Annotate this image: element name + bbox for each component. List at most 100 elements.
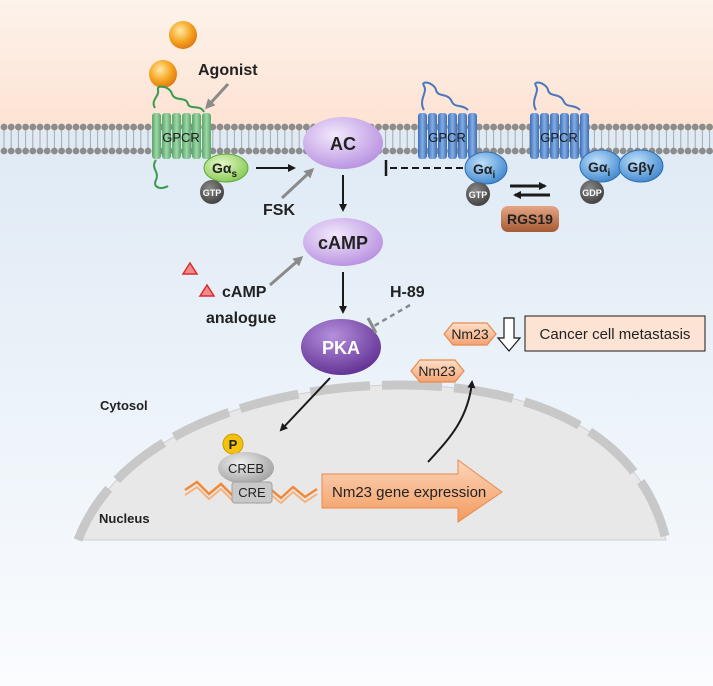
- phosphate-label: P: [229, 437, 238, 452]
- lipid-head: [295, 123, 303, 131]
- lipid-head: [663, 123, 670, 131]
- g-beta-gamma: [618, 149, 664, 183]
- lipid-head: [36, 123, 44, 131]
- gpcr-label: GPCR: [428, 130, 466, 145]
- gdp-badge: [580, 180, 604, 204]
- lipid-head: [684, 147, 692, 155]
- cre-label: CRE: [238, 485, 266, 500]
- lipid-head: [108, 147, 116, 155]
- g-alpha-s-label: Gαs: [212, 160, 238, 180]
- lipid-head: [519, 123, 526, 131]
- lipid-head: [79, 123, 87, 131]
- metastasis-box: [524, 315, 706, 352]
- lipid-head: [648, 123, 656, 131]
- lipid-head: [375, 123, 382, 131]
- lipid-head: [281, 147, 289, 155]
- lipid-head: [43, 147, 51, 155]
- gpcr-label: GPCR: [162, 130, 200, 145]
- lipid-head: [389, 123, 397, 131]
- lipid-head: [497, 123, 505, 131]
- lipid-head: [51, 147, 58, 155]
- lipid-head: [0, 147, 8, 155]
- h89-inhibition-line: [373, 303, 411, 328]
- g-alpha-i-label: Gαi: [473, 161, 496, 181]
- lipid-head: [231, 123, 238, 131]
- cre-element: [231, 481, 273, 504]
- lipid-head: [72, 123, 80, 131]
- lipid-head: [123, 123, 130, 131]
- g-alpha-s: [203, 153, 249, 183]
- lipid-head: [87, 147, 94, 155]
- lipid-head: [497, 147, 505, 155]
- lipid-head: [598, 123, 605, 131]
- lipid-head: [403, 147, 411, 155]
- lipid-head: [144, 123, 152, 131]
- lipid-head: [382, 123, 389, 131]
- lipid-head: [295, 147, 303, 155]
- gtp-label: GTP: [203, 188, 222, 198]
- gpcr-inactive-receptor: GPCR: [530, 81, 589, 159]
- creb-label: CREB: [228, 461, 264, 476]
- lipid-head: [65, 123, 73, 131]
- lipid-head: [94, 123, 101, 131]
- lipid-head: [115, 147, 123, 155]
- camp-analogue-icon: [181, 261, 199, 275]
- lipid-head: [259, 147, 267, 155]
- lipid-head: [612, 147, 620, 155]
- lipid-head: [655, 147, 663, 155]
- rgs19-protein: [501, 206, 559, 232]
- lipid-head: [223, 147, 231, 155]
- lipid-head: [94, 147, 101, 155]
- lipid-head: [216, 147, 224, 155]
- agonist-molecule: [149, 60, 177, 88]
- lipid-head: [22, 147, 29, 155]
- lipid-head: [22, 123, 29, 131]
- lipid-head: [29, 123, 37, 131]
- lipid-head: [51, 123, 58, 131]
- pka-to-creb-arrow: [279, 377, 331, 432]
- camp-label: cAMP: [318, 233, 368, 253]
- lipid-head: [706, 123, 713, 131]
- lipid-head: [101, 147, 109, 155]
- h89-label: H-89: [390, 284, 425, 301]
- lipid-head: [252, 147, 260, 155]
- lipid-head: [15, 123, 22, 131]
- lipid-head: [267, 147, 274, 155]
- camp-analogue-icon: [198, 283, 216, 297]
- lipid-head: [511, 123, 519, 131]
- lipid-head: [281, 123, 289, 131]
- decrease-arrow-icon: [496, 317, 522, 352]
- nm23-protein: [410, 359, 465, 383]
- lipid-head: [267, 123, 274, 131]
- lipid-head: [619, 147, 627, 155]
- lipid-head: [396, 123, 404, 131]
- lipid-head: [274, 123, 281, 131]
- gtp-label: GTP: [469, 190, 488, 200]
- lipid-head: [144, 147, 152, 155]
- lipid-head: [706, 147, 713, 155]
- lipid-head: [58, 147, 65, 155]
- lipid-head: [634, 123, 641, 131]
- lipid-head: [389, 147, 397, 155]
- lipid-head: [288, 147, 296, 155]
- lipid-head: [619, 123, 627, 131]
- lipid-head: [663, 147, 670, 155]
- lipid-head: [655, 123, 663, 131]
- lipid-head: [130, 123, 138, 131]
- lipid-head: [670, 147, 677, 155]
- lipid-head: [504, 147, 512, 155]
- lipid-head: [396, 147, 404, 155]
- lipid-head: [303, 123, 310, 131]
- lipid-head: [684, 123, 692, 131]
- lipid-head: [699, 123, 706, 131]
- lipid-head: [43, 123, 51, 131]
- lipid-head: [223, 123, 231, 131]
- lipid-head: [641, 123, 649, 131]
- g-alpha-i-label: Gαi: [588, 159, 611, 179]
- lipid-head: [519, 147, 526, 155]
- lipid-head: [123, 147, 130, 155]
- lipid-head: [591, 123, 598, 131]
- nucleus: [73, 380, 671, 542]
- rgs19-label: RGS19: [507, 211, 553, 227]
